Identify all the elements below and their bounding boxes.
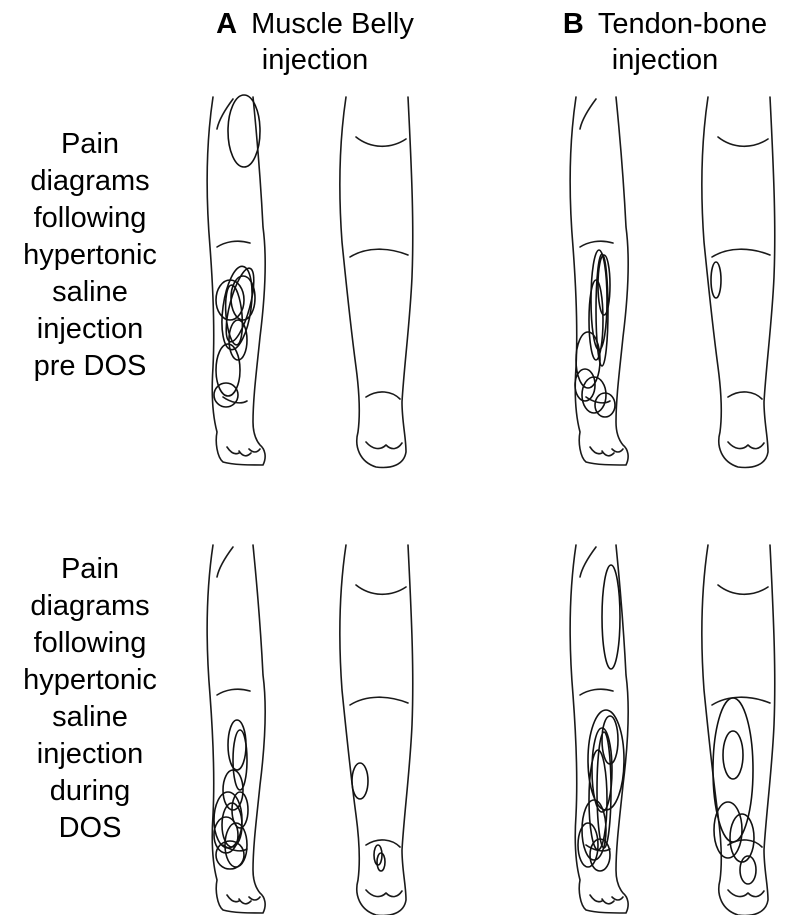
- pain-region-cluster: [214, 264, 259, 407]
- leg-back-tendon-bone-pre-dos: [702, 97, 775, 467]
- leg-front-tendon-bone-pre-dos: [570, 97, 628, 465]
- leg-back-muscle-belly-pre-dos: [340, 97, 413, 467]
- leg-front-muscle-belly-pre-dos: [207, 95, 265, 465]
- pain-region-cluster: [214, 720, 248, 869]
- pain-region-cluster: [713, 698, 756, 884]
- leg-front-tendon-bone-during-dos: [570, 545, 628, 913]
- pain-region-cluster: [575, 250, 615, 417]
- leg-back-muscle-belly-during-dos: [340, 545, 413, 915]
- leg-back-tendon-bone-during-dos: [702, 545, 775, 915]
- leg-front-muscle-belly-during-dos: [207, 545, 265, 913]
